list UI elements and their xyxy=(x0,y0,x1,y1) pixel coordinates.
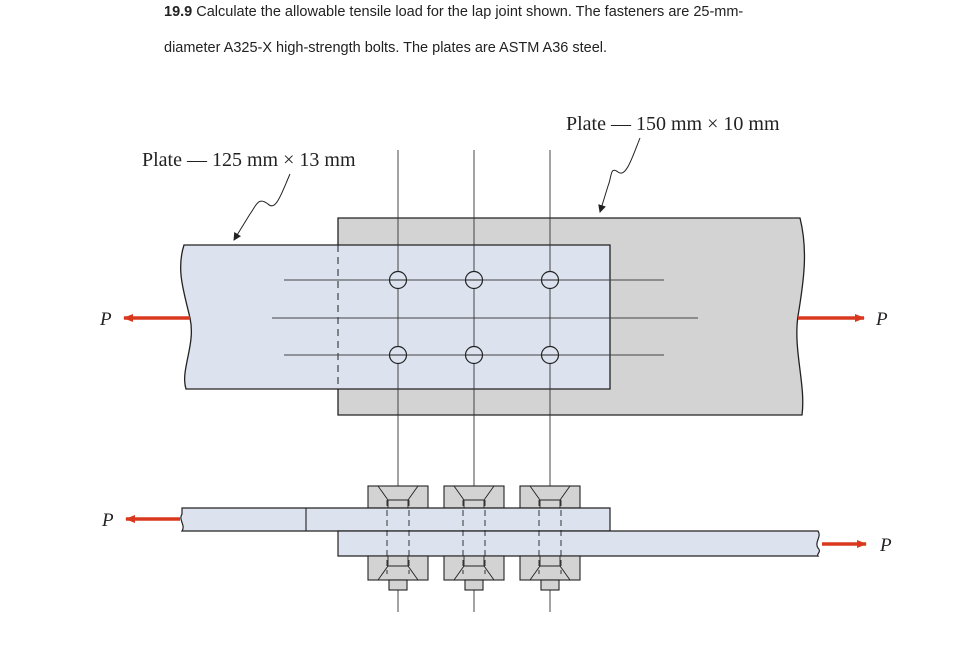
problem-text-2: diameter A325-X high-strength bolts. The… xyxy=(164,40,608,56)
problem-text-1: Calculate the allowable tensile load for… xyxy=(196,4,744,20)
plate-150x10-label: Plate — 150 mm × 10 mm xyxy=(566,113,780,135)
load-label-left-edge: P xyxy=(101,510,114,531)
load-label-right-edge: P xyxy=(879,535,892,556)
bolt-head-facets xyxy=(377,485,571,508)
problem-number: 19.9 xyxy=(164,4,193,20)
bolt-shank-hidden-lines xyxy=(386,500,562,574)
nut-facets xyxy=(377,556,571,581)
load-label-right-plan: P xyxy=(875,309,888,330)
plate-125x13-edge xyxy=(180,507,611,532)
bolt-nuts xyxy=(367,555,581,591)
plate-150x10-leader xyxy=(598,137,641,213)
bolt-hole-crosshairs xyxy=(389,279,559,356)
problem-statement-line-1: 19.9 Calculate the allowable tensile loa… xyxy=(164,4,864,20)
plate-125x13-label: Plate — 125 mm × 13 mm xyxy=(142,149,356,171)
plate-125x13-leader xyxy=(233,173,291,241)
load-label-left-plan: P xyxy=(99,309,112,330)
bolt-heads xyxy=(367,485,581,509)
plate-150x10-edge xyxy=(337,530,820,557)
problem-statement-line-2: diameter A325-X high-strength bolts. The… xyxy=(164,40,864,56)
plate-125x13-plan xyxy=(180,244,611,390)
